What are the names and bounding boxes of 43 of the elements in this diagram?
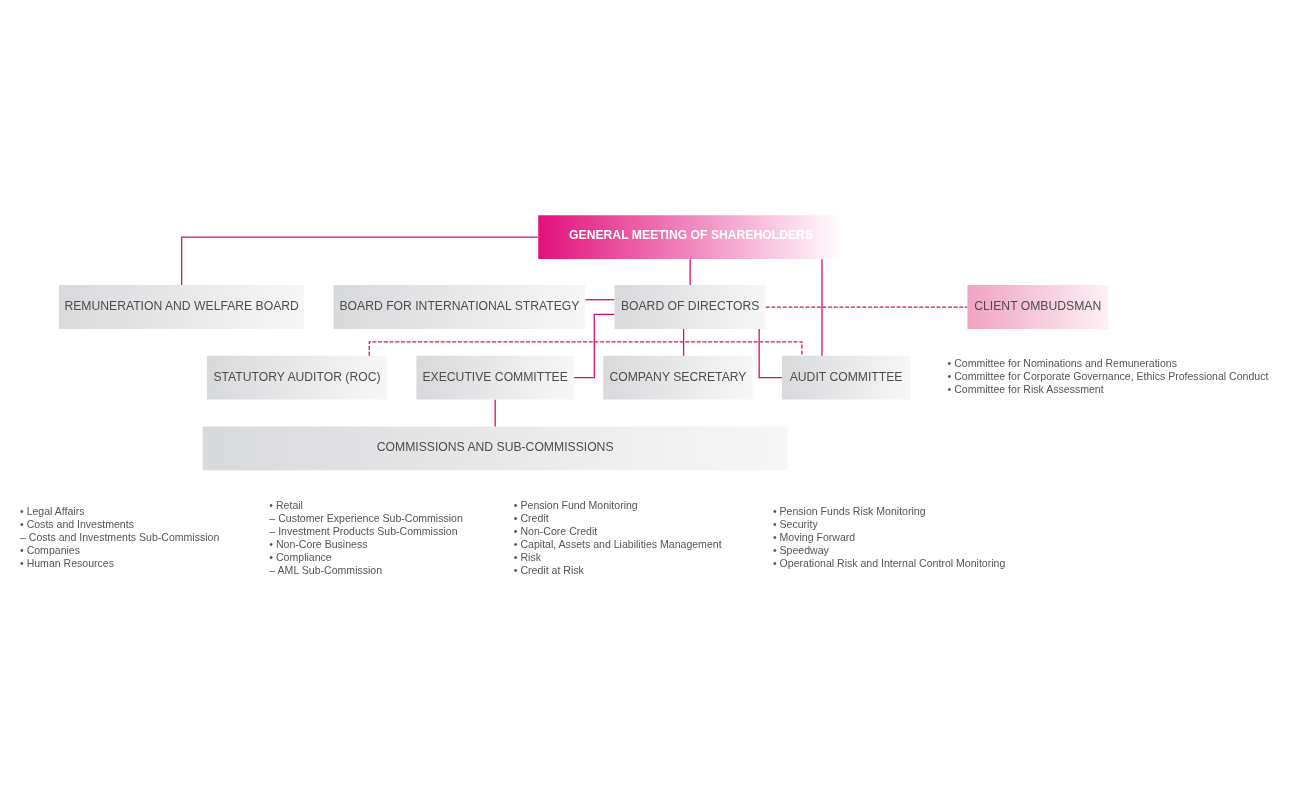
label: • Compliance: [269, 550, 332, 563]
connector: [821, 258, 823, 356]
connector: [682, 327, 685, 356]
label: • Credit: [513, 511, 549, 524]
connector: [765, 305, 968, 308]
label: • Companies: [20, 543, 81, 556]
label: • Pension Fund Monitoring: [513, 498, 638, 511]
label: • Retail: [269, 498, 303, 511]
label: • Legal Affairs: [20, 504, 85, 517]
label: • Capital, Assets and Liabilities Management: [513, 537, 722, 550]
node-box: STATUTORY AUDITOR (ROC): [206, 355, 388, 400]
connector: [689, 258, 691, 286]
node-box: CLIENT OMBUDSMAN: [967, 284, 1108, 329]
label: • Committee for Nominations and Remunerations: [947, 356, 1177, 369]
label: • Risk: [513, 550, 541, 563]
label: – Customer Experience Sub-Commission: [269, 511, 463, 524]
connector: [758, 327, 783, 378]
label: – Investment Products Sub-Commission: [269, 524, 458, 537]
connector: [181, 236, 539, 286]
label: • Credit at Risk: [513, 563, 584, 576]
label: • Speedway: [772, 543, 829, 556]
label: • Costs and Investments: [20, 517, 134, 530]
label: • Committee for Corporate Governance, Ethics Professional Conduct: [947, 369, 1269, 382]
node-box: EXECUTIVE COMMITTEE: [416, 355, 574, 400]
node-box: COMPANY SECRETARY: [603, 355, 753, 400]
connector: [494, 398, 496, 427]
label: • Moving Forward: [772, 530, 856, 543]
node-box: BOARD OF DIRECTORS: [614, 284, 766, 329]
node-box: COMMISSIONS AND SUB-COMMISSIONS: [202, 425, 788, 470]
label: • Non-Core Business: [269, 537, 368, 550]
node-box: AUDIT COMMITTEE: [781, 355, 911, 400]
node-box: REMUNERATION AND WELFARE BOARD: [59, 284, 305, 329]
label: • Pension Funds Risk Monitoring: [772, 504, 926, 517]
label: • Non-Core Credit: [513, 524, 598, 537]
label: • Operational Risk and Internal Control Monitoring: [772, 556, 1006, 569]
label: • Human Resources: [20, 556, 114, 569]
label: • Committee for Risk Assessment: [947, 382, 1104, 395]
label: • Security: [772, 517, 818, 530]
connector: [584, 298, 615, 300]
label: – AML Sub-Commission: [269, 563, 383, 576]
connector: [573, 313, 615, 378]
node-box: BOARD FOR INTERNATIONAL STRATEGY: [333, 284, 586, 329]
label: – Costs and Investments Sub-Commission: [20, 530, 220, 543]
